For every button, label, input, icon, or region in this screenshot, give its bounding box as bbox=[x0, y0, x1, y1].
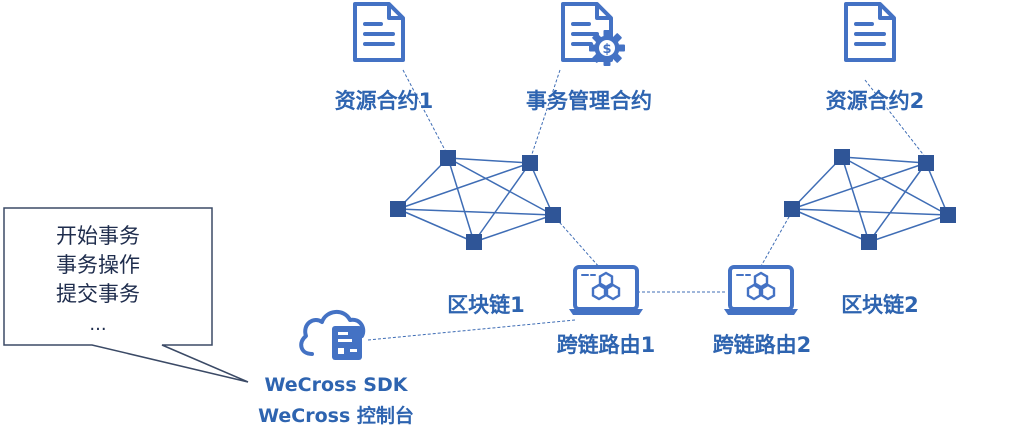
dashed-connectors bbox=[367, 69, 927, 341]
chain2-node bbox=[834, 149, 850, 165]
bubble-line-2: 事务操作 bbox=[56, 253, 140, 277]
contract-resource-2-label: 资源合约2 bbox=[826, 89, 925, 113]
contract-tx-manager-label: 事务管理合约 bbox=[526, 89, 652, 113]
chain2-node bbox=[940, 207, 956, 223]
connector-chain1-router1 bbox=[552, 214, 601, 269]
connector-sdk-router1 bbox=[367, 319, 576, 341]
gear-icon: $ bbox=[589, 30, 625, 66]
document-icon bbox=[353, 2, 405, 62]
chain2-node bbox=[861, 234, 877, 250]
bubble-line-3: 提交事务 bbox=[56, 282, 140, 306]
chain-2-label: 区块链2 bbox=[841, 293, 919, 317]
cloud-server-icon bbox=[299, 310, 366, 360]
chain1-node bbox=[522, 155, 538, 171]
chain1-node bbox=[466, 234, 482, 250]
speech-bubble bbox=[3, 207, 249, 383]
connector-txcontract-chain1 bbox=[529, 69, 561, 161]
blockchain-1-mesh bbox=[390, 150, 561, 250]
laptop-hexagon-icon bbox=[569, 265, 643, 315]
document-icon bbox=[844, 2, 896, 62]
chain1-node bbox=[440, 150, 456, 166]
chain2-node bbox=[918, 155, 934, 171]
dollar-icon: $ bbox=[602, 42, 611, 57]
sdk-label: WeCross SDK bbox=[265, 374, 409, 396]
connector-contract1-chain1 bbox=[402, 69, 447, 153]
chain2-node bbox=[784, 201, 800, 217]
router-1-label: 跨链路由1 bbox=[557, 333, 656, 357]
bubble-line-4: ... bbox=[89, 314, 106, 335]
blockchain-2-mesh bbox=[784, 149, 956, 250]
chain1-node bbox=[390, 201, 406, 217]
contract-resource-1-label: 资源合约1 bbox=[335, 89, 434, 113]
chain-1-label: 区块链1 bbox=[447, 293, 525, 317]
connector-contract2-chain2 bbox=[864, 79, 927, 159]
document-dollar-gear-icon: $ bbox=[561, 2, 625, 66]
console-label: WeCross 控制台 bbox=[258, 404, 414, 427]
connector-chain2-router2 bbox=[759, 207, 795, 269]
router-2-label: 跨链路由2 bbox=[713, 333, 812, 357]
laptop-hexagon-icon bbox=[724, 265, 798, 315]
bubble-line-1: 开始事务 bbox=[56, 224, 140, 248]
chain1-node bbox=[545, 207, 561, 223]
